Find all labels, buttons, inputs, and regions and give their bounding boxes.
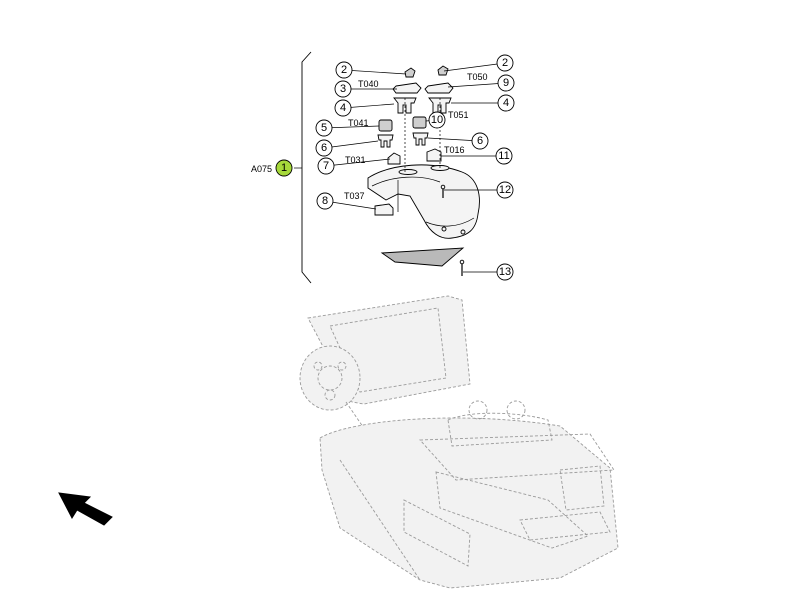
callout-number[interactable]: 3 — [340, 83, 346, 95]
assembly-number[interactable]: 1 — [281, 162, 287, 174]
callout-circle-2[interactable] — [335, 61, 353, 79]
knob-part-right — [412, 116, 427, 129]
callout-number[interactable]: 12 — [499, 184, 511, 196]
callout-leader-line — [323, 140, 379, 149]
callout-number[interactable]: 4 — [503, 97, 509, 109]
small-sleeve-part-left — [377, 134, 394, 148]
callout-leader-line — [447, 82, 507, 88]
callout-circle-10[interactable] — [428, 111, 446, 129]
housing-hole-left — [398, 169, 418, 175]
callout-circle-7[interactable] — [317, 157, 335, 175]
callout-number[interactable]: 8 — [322, 195, 328, 207]
clip-part-right — [437, 65, 449, 76]
callout-circle-13[interactable] — [496, 263, 514, 281]
callout-circle-4[interactable] — [497, 94, 515, 112]
clip-part-left — [404, 67, 416, 78]
callout-number[interactable]: 6 — [321, 142, 327, 154]
callout-circle-8[interactable] — [316, 192, 334, 210]
callout-leader-line — [343, 69, 407, 75]
housing-part — [367, 164, 480, 239]
arrow-up-left-icon — [58, 492, 113, 526]
callout-leader-line — [427, 137, 481, 142]
callout-circle-5[interactable] — [315, 119, 333, 137]
part-code-label: T037 — [344, 191, 365, 201]
plate-part — [380, 247, 465, 267]
callout-circle-11[interactable] — [495, 147, 513, 165]
housing-screw-hole — [460, 229, 466, 235]
button-part-7 — [387, 152, 401, 165]
callout-leader-line — [323, 125, 380, 129]
callout-circle-12[interactable] — [496, 181, 514, 199]
callout-number[interactable]: 7 — [323, 160, 329, 172]
assembly-callout-circle[interactable] — [275, 159, 293, 177]
screw-head-13 — [459, 259, 465, 265]
callout-number[interactable]: 2 — [341, 64, 347, 76]
callout-number[interactable]: 13 — [499, 266, 511, 278]
group-bracket — [301, 51, 312, 284]
callout-circle-9[interactable] — [497, 74, 515, 92]
callout-circle-4[interactable] — [334, 99, 352, 117]
part-code-label: T031 — [345, 155, 366, 165]
callout-circle-2[interactable] — [496, 54, 514, 72]
callout-number[interactable]: 10 — [431, 114, 443, 126]
knob-part-left — [378, 119, 393, 132]
callout-leader-line — [342, 103, 395, 109]
small-sleeve-part-right — [412, 132, 429, 146]
bracket-part-8 — [374, 203, 394, 216]
callout-circle-3[interactable] — [334, 80, 352, 98]
assembly-code: A075 — [251, 164, 272, 174]
callout-number[interactable]: 4 — [340, 102, 346, 114]
callout-number[interactable]: 11 — [498, 150, 509, 162]
callout-number[interactable]: 5 — [321, 122, 327, 134]
callout-number[interactable]: 6 — [477, 135, 483, 147]
callout-number[interactable]: 9 — [503, 77, 509, 89]
callout-circle-6[interactable] — [315, 139, 333, 157]
part-code-label: T050 — [467, 72, 488, 82]
button-part-11 — [426, 148, 442, 162]
sleeve-part-left — [393, 97, 417, 114]
part-code-label: T016 — [444, 145, 465, 155]
sleeve-part-right — [428, 97, 452, 114]
cap-part-left — [392, 82, 422, 94]
callout-leader-line — [443, 62, 506, 72]
reference-console-outline — [299, 295, 619, 589]
housing-edge — [371, 176, 441, 187]
callout-number[interactable]: 2 — [502, 57, 508, 69]
cap-part-right — [424, 82, 454, 94]
part-code-label: T040 — [358, 79, 379, 89]
callout-leader-line — [325, 158, 391, 167]
housing-screw-hole — [441, 226, 447, 232]
part-code-label: T051 — [448, 110, 469, 120]
callout-leader-line — [324, 200, 377, 210]
part-code-label: T041 — [348, 118, 369, 128]
screw-head-12 — [440, 184, 446, 190]
callout-group: 2 2 3 T040 9 T050 4 4 5 T041 10 T051 6 6 7 T031 11 T016 8 T… — [315, 54, 515, 281]
housing-lower-edge — [425, 217, 475, 227]
callout-circle-6[interactable] — [471, 132, 489, 150]
